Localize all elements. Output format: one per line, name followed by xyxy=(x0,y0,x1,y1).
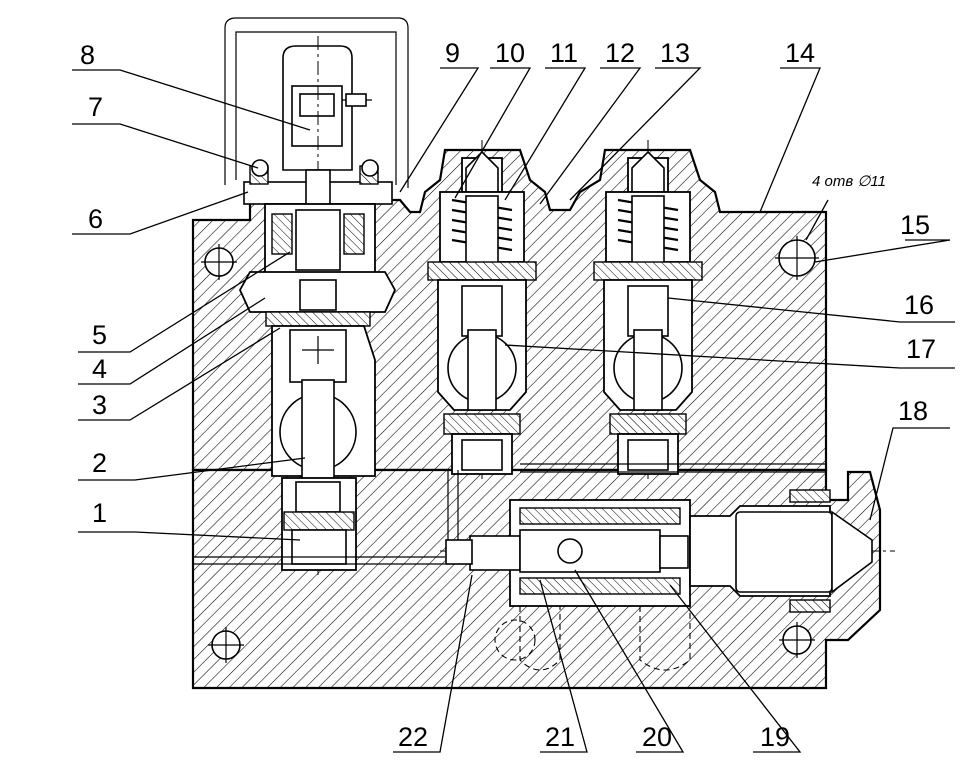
label-3: 3 xyxy=(92,390,107,420)
label-7: 7 xyxy=(88,92,103,122)
label-20: 20 xyxy=(642,722,672,752)
label-17: 17 xyxy=(906,334,936,364)
left-valve-assembly xyxy=(193,17,445,575)
leader-lines xyxy=(72,67,955,753)
label-1: 1 xyxy=(92,498,107,528)
protective-cover xyxy=(224,17,409,188)
label-6: 6 xyxy=(88,204,103,234)
part-labels: 1 2 3 4 5 6 7 8 9 10 11 12 13 14 4 отв ∅… xyxy=(80,38,936,752)
label-15: 15 xyxy=(900,210,930,240)
label-21: 21 xyxy=(545,722,575,752)
right-valve xyxy=(520,140,826,480)
label-19: 19 xyxy=(760,722,790,752)
middle-valve xyxy=(427,140,537,560)
horizontal-spool xyxy=(440,489,895,671)
label-16: 16 xyxy=(904,290,934,320)
label-2: 2 xyxy=(92,448,107,478)
label-4: 4 xyxy=(92,354,107,384)
label-22: 22 xyxy=(398,722,428,752)
label-14: 14 xyxy=(785,38,815,68)
label-18: 18 xyxy=(898,396,928,426)
mounting-holes xyxy=(201,236,819,663)
label-10: 10 xyxy=(495,38,525,68)
label-5: 5 xyxy=(92,320,107,350)
label-9: 9 xyxy=(445,38,460,68)
label-11: 11 xyxy=(550,38,578,68)
label-13: 13 xyxy=(660,38,690,68)
label-12: 12 xyxy=(605,38,635,68)
label-8: 8 xyxy=(80,40,95,70)
hole-note: 4 отв ∅11 xyxy=(812,173,886,190)
